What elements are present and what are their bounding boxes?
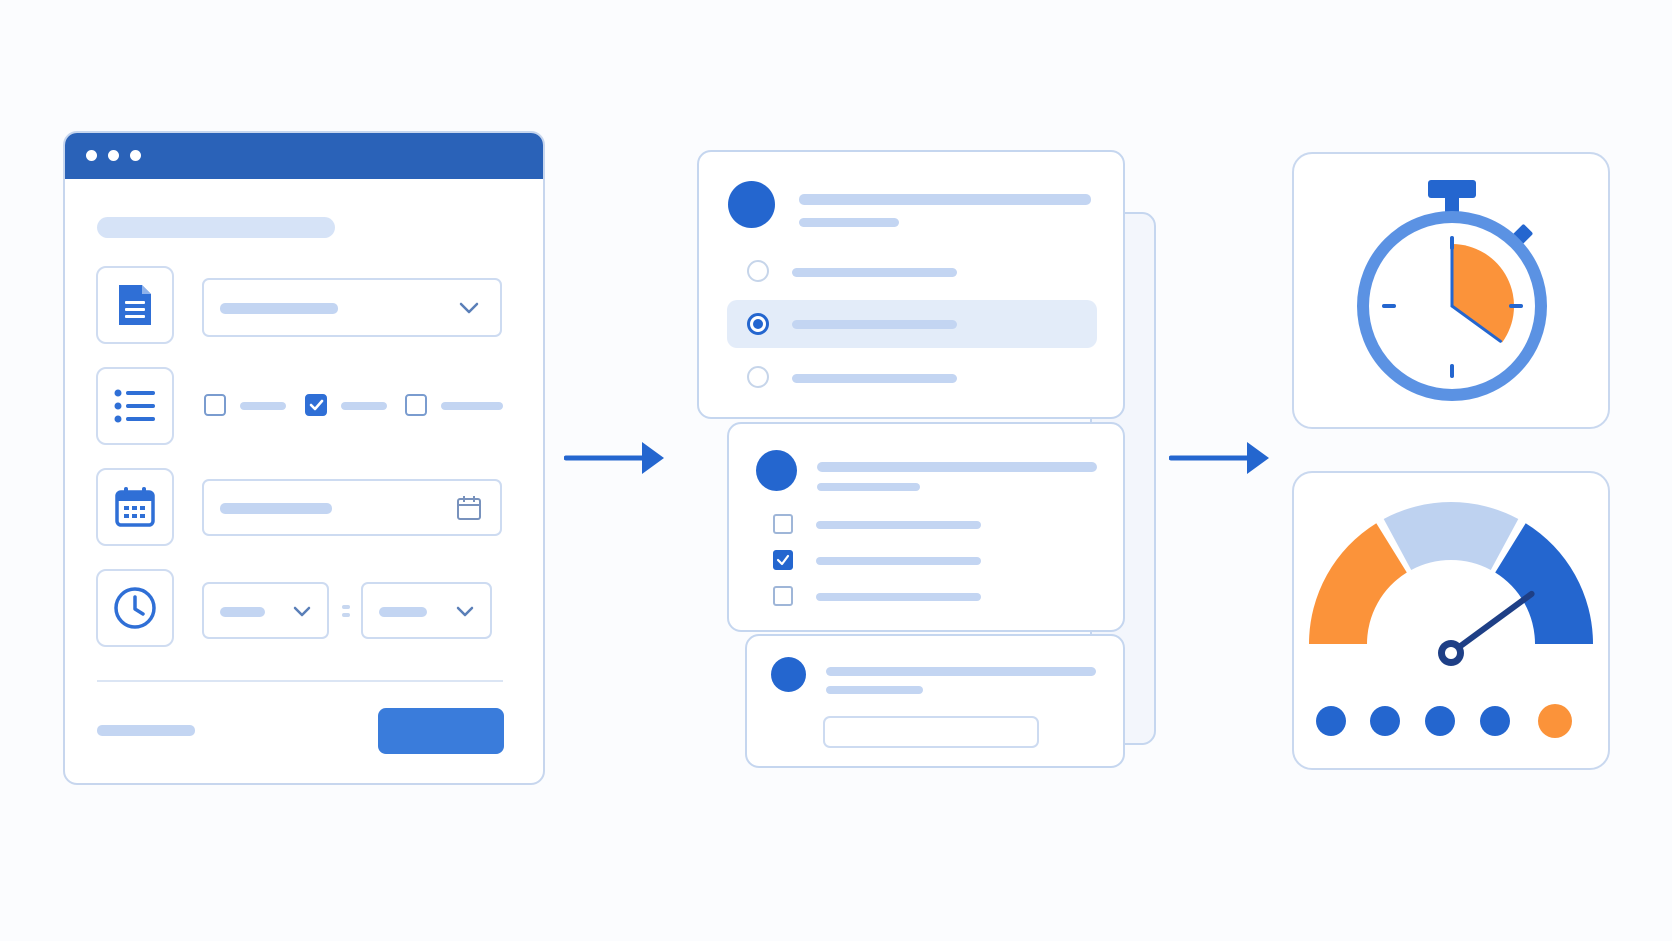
start-time-select[interactable]	[202, 582, 329, 639]
checkmark-icon	[309, 399, 324, 411]
question-subtitle-placeholder	[826, 686, 923, 694]
calendar-icon[interactable]	[456, 495, 482, 521]
date-input[interactable]	[202, 479, 502, 536]
radio-option-1[interactable]	[747, 260, 769, 282]
question-card-text	[745, 634, 1125, 768]
question-subtitle-placeholder	[817, 483, 920, 491]
checkbox-option-3[interactable]	[773, 586, 793, 606]
list-icon	[114, 389, 155, 423]
rating-dot[interactable]	[1425, 706, 1455, 736]
question-card-checkbox	[727, 422, 1125, 632]
option-label-placeholder	[816, 593, 981, 601]
chevron-down-icon	[293, 606, 311, 617]
stopwatch-icon	[1357, 180, 1547, 401]
chevron-down-icon	[459, 302, 479, 314]
rating-dot[interactable]	[1316, 706, 1346, 736]
document-tile	[96, 266, 174, 344]
checkbox-option-2[interactable]	[305, 394, 327, 416]
right-arrow-icon	[1169, 442, 1269, 474]
checkbox-label-placeholder	[441, 402, 503, 410]
footer-text-placeholder	[97, 725, 195, 736]
window-control-dot[interactable]	[108, 150, 119, 161]
question-title-placeholder	[799, 194, 1091, 205]
window-control-dot[interactable]	[130, 150, 141, 161]
question-title-placeholder	[826, 667, 1096, 676]
chevron-down-icon	[456, 606, 474, 617]
option-label-placeholder	[792, 268, 957, 277]
date-value-placeholder	[220, 503, 332, 514]
checkmark-icon	[776, 554, 790, 566]
gauge-icon	[1309, 502, 1593, 666]
rating-dot[interactable]	[1370, 706, 1400, 736]
checkbox-option-3[interactable]	[405, 394, 427, 416]
option-label-placeholder	[816, 557, 981, 565]
time-separator	[342, 613, 350, 617]
checkbox-option-1[interactable]	[204, 394, 226, 416]
text-answer-input[interactable]	[823, 716, 1039, 748]
question-number-dot	[728, 181, 775, 228]
time-value-placeholder	[379, 607, 427, 617]
checkbox-label-placeholder	[341, 402, 387, 410]
question-number-dot	[771, 657, 806, 692]
document-icon	[119, 285, 151, 325]
list-tile	[96, 367, 174, 445]
question-subtitle-placeholder	[799, 218, 899, 227]
document-dropdown[interactable]	[202, 278, 502, 337]
calendar-tile	[96, 468, 174, 546]
radio-option-3[interactable]	[747, 366, 769, 388]
end-time-select[interactable]	[361, 582, 492, 639]
option-label-placeholder	[792, 374, 957, 383]
time-value-placeholder	[220, 607, 265, 617]
dropdown-value-placeholder	[220, 303, 338, 314]
rating-dot-highlighted[interactable]	[1538, 704, 1572, 738]
rating-dot[interactable]	[1480, 706, 1510, 736]
checkbox-label-placeholder	[240, 402, 286, 410]
clock-tile	[96, 569, 174, 647]
form-heading-placeholder	[97, 217, 335, 238]
calendar-icon	[115, 487, 155, 527]
time-separator	[342, 605, 350, 609]
divider	[97, 680, 503, 682]
clock-icon	[114, 587, 156, 629]
checkbox-option-2-checked[interactable]	[773, 550, 793, 570]
submit-button[interactable]	[378, 708, 504, 754]
option-label-placeholder	[816, 521, 981, 529]
window-titlebar	[65, 133, 543, 179]
checkbox-option-1[interactable]	[773, 514, 793, 534]
timer-panel	[1292, 152, 1610, 429]
radio-option-2-selected[interactable]	[747, 313, 769, 335]
question-title-placeholder	[817, 462, 1097, 472]
question-number-dot	[756, 450, 797, 491]
question-card-radio	[697, 150, 1125, 419]
form-window	[63, 131, 545, 785]
option-label-placeholder	[792, 320, 957, 329]
right-arrow-icon	[564, 442, 664, 474]
window-control-dot[interactable]	[86, 150, 97, 161]
